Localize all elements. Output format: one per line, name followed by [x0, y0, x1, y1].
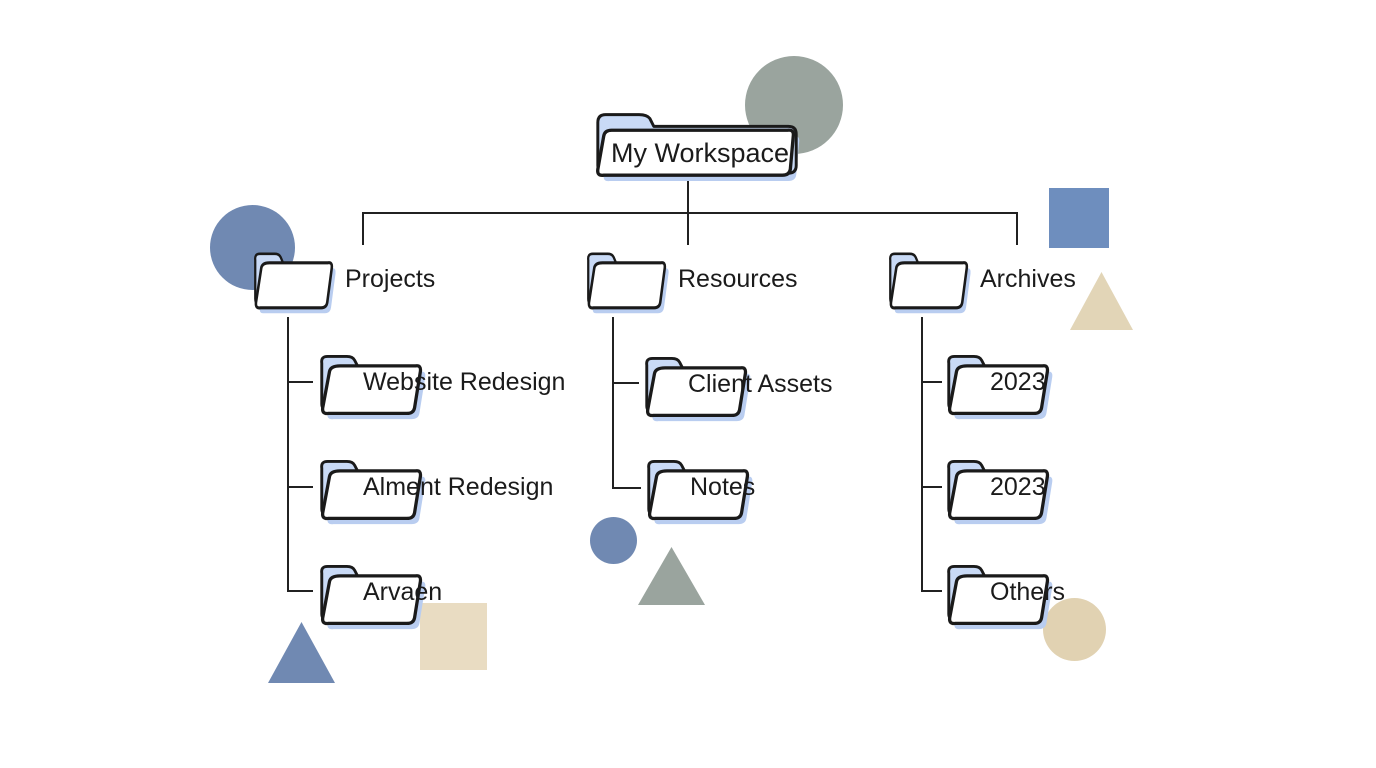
folder-node-archives: Archives	[885, 243, 1076, 315]
folder-label: Others	[990, 577, 1066, 606]
folder-node-arvaen: Arvaen	[315, 555, 442, 631]
folder-label: Client Assets	[688, 369, 833, 398]
steel-square-decor-icon	[1049, 188, 1109, 248]
folder-label: Alment Redesign	[363, 472, 554, 501]
folder-node-alment-redesign: Alment Redesign	[315, 450, 553, 526]
connector-resources-tick-1	[612, 382, 639, 384]
folder-node-website-redesign: Website Redesign	[315, 345, 565, 421]
folder-node-2023-b: 2023	[942, 450, 1058, 526]
connector-archives-tick-1	[921, 381, 942, 383]
connector-resources-tick-2	[612, 487, 641, 489]
connector-projects-tick-2	[287, 486, 313, 488]
folder-label: 2023	[990, 472, 1046, 501]
folder-label: Notes	[690, 472, 756, 501]
blue-triangle-decor-icon	[268, 622, 335, 683]
tan-triangle-decor-icon	[1070, 272, 1133, 330]
folder-label: Resources	[678, 264, 798, 293]
folder-label: Archives	[980, 264, 1076, 293]
folder-icon	[253, 252, 338, 315]
folder-node-notes: Notes	[642, 450, 758, 526]
folder-label: My Workspace	[610, 137, 790, 168]
connector-archives-tick-2	[921, 486, 942, 488]
connector-drop-projects	[362, 212, 364, 245]
connector-drop-archives	[1016, 212, 1018, 245]
folder-icon	[586, 252, 671, 315]
folder-node-client-assets: Client Assets	[640, 347, 833, 423]
folder-node-root: My Workspace	[588, 99, 808, 183]
connector-projects-tick-1	[287, 381, 313, 383]
connector-projects-tick-3	[287, 590, 313, 592]
connector-archives-tick-3	[921, 590, 942, 592]
folder-label: Arvaen	[363, 577, 443, 606]
folder-node-others: Others	[942, 555, 1065, 631]
folder-label: Projects	[345, 264, 436, 293]
tan-circle-decor-icon	[1043, 598, 1106, 661]
connector-branch-bar	[362, 212, 1018, 214]
sage-triangle-decor-icon	[638, 547, 705, 605]
folder-label: 2023	[990, 367, 1046, 396]
folder-label: Website Redesign	[363, 367, 566, 396]
folder-node-projects: Projects	[250, 243, 435, 315]
blue-circle-small-decor-icon	[590, 517, 637, 564]
connector-archives-rail	[921, 317, 923, 592]
tan-square-decor-icon	[420, 603, 487, 670]
folder-node-2023-a: 2023	[942, 345, 1058, 421]
folder-node-resources: Resources	[583, 243, 798, 315]
connector-resources-rail	[612, 317, 614, 489]
folder-icon	[888, 252, 973, 315]
connector-projects-rail	[287, 317, 289, 592]
